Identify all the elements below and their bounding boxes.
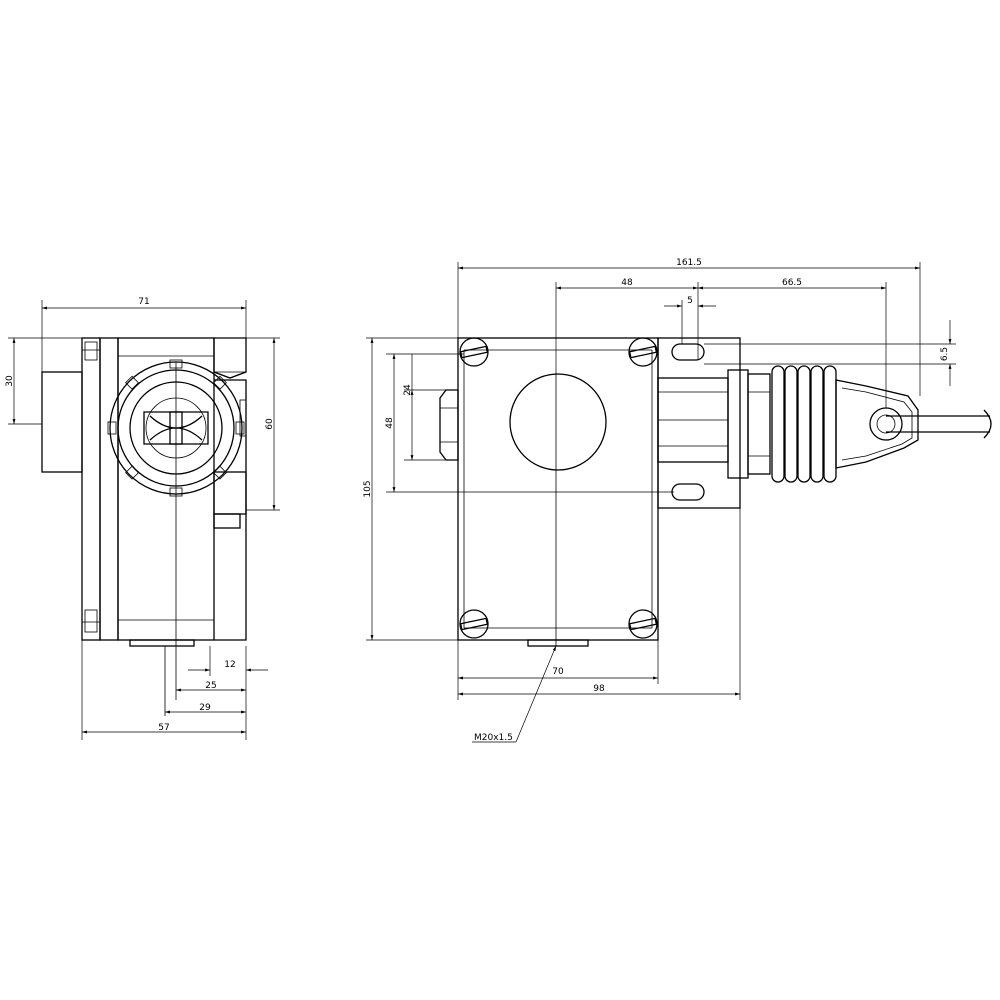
dim-66-5: 66.5 (782, 278, 802, 288)
cable-gland (527, 639, 589, 647)
slot-top (671, 343, 705, 361)
mounting-plate (81, 337, 101, 641)
left-view: 71 30 60 12 25 29 57 (5, 297, 280, 740)
central-window (509, 373, 607, 471)
lower-tab (213, 513, 241, 529)
dim-24: 24 (403, 384, 413, 396)
slot-bottom (671, 483, 705, 501)
wheel-slot (143, 411, 209, 445)
dim-25: 25 (205, 681, 216, 691)
dim-6-5: 6.5 (940, 347, 950, 361)
plate-screw-top (84, 341, 98, 361)
actuator-block (41, 371, 83, 473)
thread-callout: M20x1.5 (474, 733, 513, 743)
screw-bottom-left (459, 609, 489, 639)
dim-57: 57 (158, 723, 169, 733)
eyelet-arm (835, 379, 919, 469)
dim-161-5: 161.5 (676, 258, 702, 268)
top-cap (213, 337, 247, 379)
dim-12: 12 (224, 660, 235, 670)
screw-bottom-right (628, 609, 658, 639)
dim-98: 98 (593, 684, 605, 694)
eyelet (869, 407, 903, 441)
dim-5: 5 (687, 296, 693, 306)
dim-105: 105 (363, 480, 373, 497)
screw-top-right (628, 337, 658, 367)
dim-71: 71 (138, 297, 149, 307)
cable (886, 409, 992, 439)
front-housing (457, 337, 659, 641)
dim-60: 60 (265, 418, 275, 430)
plate-screw-bottom (84, 609, 98, 633)
housing-side (99, 337, 119, 641)
dim-48-horizontal: 48 (621, 278, 633, 288)
dim-70: 70 (552, 667, 564, 677)
corner-screws (459, 337, 658, 639)
bellows (771, 365, 837, 483)
bottom-stub (129, 639, 195, 647)
dim-30: 30 (5, 375, 15, 387)
screw-top-left (459, 337, 489, 367)
dim-29: 29 (199, 703, 211, 713)
dim-48-vertical: 48 (385, 417, 395, 429)
right-view: 161.5 48 66.5 5 6.5 24 48 (363, 258, 992, 743)
left-cap-nut (439, 389, 459, 461)
